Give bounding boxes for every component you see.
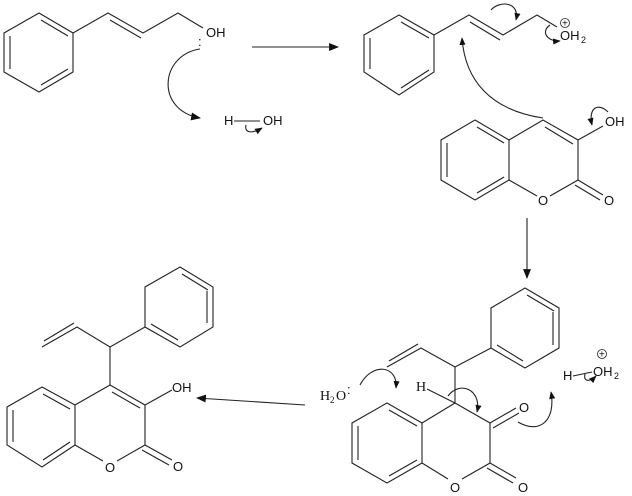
- subscript-2: 2: [330, 395, 335, 405]
- hydronium-o-label: OH: [593, 364, 613, 379]
- ketone-oxygen-label: O: [519, 400, 529, 415]
- curved-arrow-icon: [545, 24, 561, 45]
- protonated-cinnamyl-alcohol: OH 2 +: [363, 3, 586, 119]
- curved-arrow-icon: [490, 3, 521, 21]
- curved-arrow-icon: [587, 106, 609, 126]
- reaction-arrow-3: [196, 394, 306, 406]
- oxonium-label: OH: [560, 28, 580, 43]
- ring-oxygen-label: O: [105, 460, 115, 475]
- water-oh-label: OH: [263, 113, 283, 128]
- cinnamyl-alcohol: OH : H OH: [3, 12, 283, 135]
- ring-oxygen-label: O: [538, 193, 548, 208]
- hydrogen-label: H: [416, 380, 426, 395]
- carbonyl-oxygen-label: O: [173, 459, 183, 474]
- positive-charge-icon: [560, 18, 570, 28]
- hydroxyl-label: OH: [206, 25, 226, 40]
- charge-plus: +: [599, 350, 605, 361]
- hydroxyl-label: OH: [172, 380, 192, 395]
- product: O O OH: [6, 266, 214, 475]
- positive-charge-icon: [597, 349, 607, 359]
- lactone-oxygen-label: O: [518, 480, 528, 495]
- carbonyl-oxygen-label: O: [604, 193, 614, 208]
- curved-arrow-icon: [517, 391, 556, 428]
- intermediate: H O O O H 2 O : H OH 2 +: [320, 287, 619, 495]
- curved-arrow-icon: [245, 124, 263, 135]
- subscript-2: 2: [581, 35, 586, 45]
- curved-arrow-icon: [459, 37, 544, 119]
- lone-pair: :: [347, 382, 351, 397]
- curved-arrow-icon: [447, 387, 482, 413]
- ring-oxygen-label: O: [450, 480, 460, 495]
- 3-hydroxycoumarin: O O OH: [440, 106, 625, 208]
- water-h-label: H: [320, 389, 330, 404]
- curved-arrow-icon: [359, 368, 400, 389]
- curved-arrow-icon: [167, 48, 201, 121]
- hydronium-h-label: H: [563, 368, 572, 383]
- curved-arrow-icon: [584, 373, 597, 384]
- subscript-2: 2: [614, 371, 619, 381]
- charge-plus: +: [562, 19, 568, 30]
- water-o-label: O: [336, 389, 346, 404]
- water-h-label: H: [224, 113, 233, 128]
- lone-pair: :: [198, 34, 202, 49]
- hydroxyl-label: OH: [605, 114, 625, 129]
